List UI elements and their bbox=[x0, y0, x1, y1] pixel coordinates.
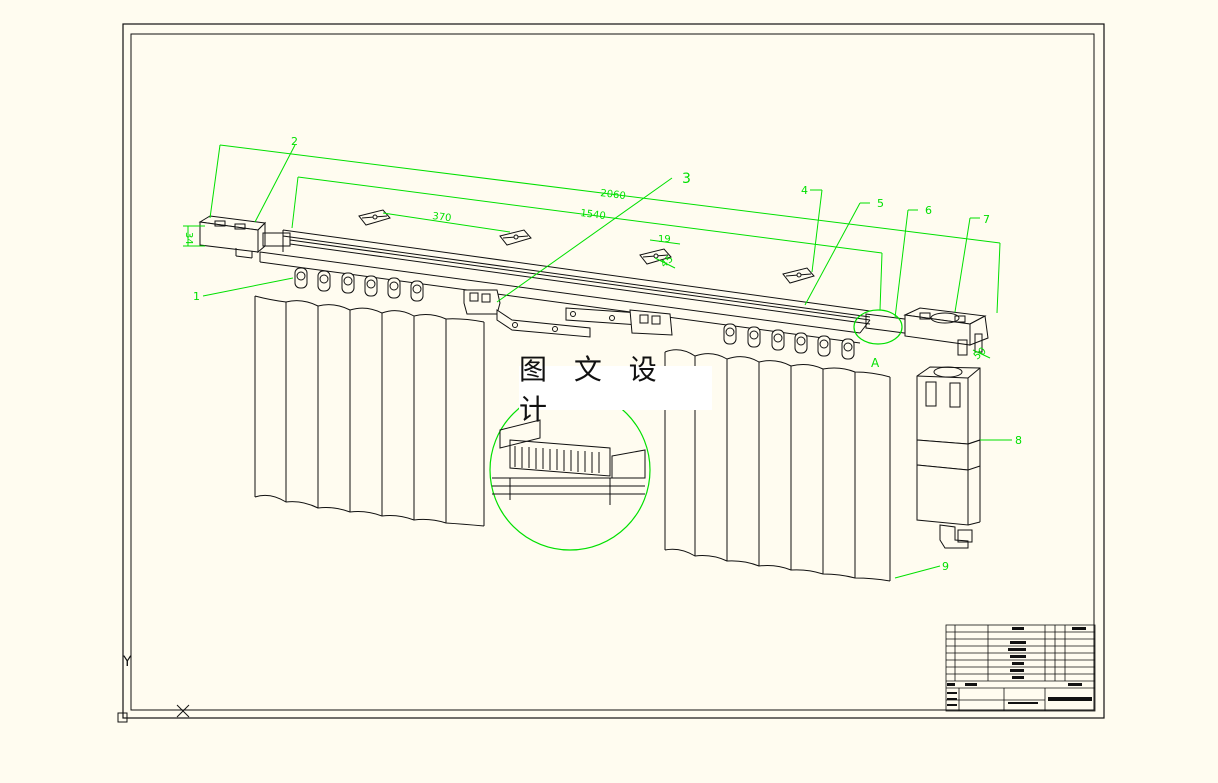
ucs-icon bbox=[117, 660, 190, 723]
curtain-right bbox=[664, 349, 891, 582]
bracket-1 bbox=[358, 209, 391, 226]
axis-y-label: Y bbox=[122, 654, 132, 670]
callout-9: 9 bbox=[942, 560, 949, 573]
mounting-brackets bbox=[358, 209, 815, 284]
dim-1540: 1540 bbox=[580, 208, 607, 222]
curtain-left bbox=[254, 295, 485, 527]
runners-right bbox=[723, 323, 855, 360]
callout-8: 8 bbox=[1015, 434, 1022, 447]
callout-6: 6 bbox=[925, 204, 932, 217]
dimension-texts: 2060 1540 370 19 45 34 50 bbox=[183, 188, 989, 362]
master-carriers bbox=[463, 289, 673, 338]
dim-2060: 2060 bbox=[600, 188, 627, 202]
title-block-fill bbox=[947, 627, 1092, 706]
motor-unit bbox=[916, 366, 981, 549]
left-belt-teeth bbox=[262, 232, 291, 247]
bracket-2 bbox=[499, 229, 532, 246]
callout-1: 1 bbox=[193, 290, 200, 303]
dimension-lines bbox=[183, 144, 1012, 579]
right-motor-head bbox=[903, 307, 989, 356]
callout-7: 7 bbox=[983, 213, 990, 226]
curtain-rail bbox=[259, 229, 871, 344]
left-end-cap bbox=[198, 215, 267, 259]
callouts: 1 2 3 4 5 6 7 8 9 bbox=[193, 135, 1022, 573]
dim-34: 34 bbox=[183, 232, 194, 245]
dim-370: 370 bbox=[432, 211, 452, 224]
callout-5: 5 bbox=[877, 197, 884, 210]
runners-left bbox=[294, 267, 424, 302]
dim-50: 50 bbox=[972, 346, 989, 363]
callout-4: 4 bbox=[801, 184, 808, 197]
title-block bbox=[945, 624, 1096, 712]
callout-3: 3 bbox=[682, 171, 691, 187]
detail-a-view bbox=[489, 389, 651, 551]
bracket-4 bbox=[782, 267, 815, 284]
bracket-3 bbox=[639, 248, 672, 265]
outer-frame bbox=[122, 23, 1105, 719]
watermark-banner: 图 文 设 计 bbox=[519, 353, 712, 426]
callout-2: 2 bbox=[291, 135, 298, 148]
detail-a-label: A bbox=[871, 356, 880, 370]
inner-frame bbox=[130, 33, 1095, 711]
detail-a-marker bbox=[853, 309, 903, 345]
dim-19: 19 bbox=[658, 234, 671, 245]
